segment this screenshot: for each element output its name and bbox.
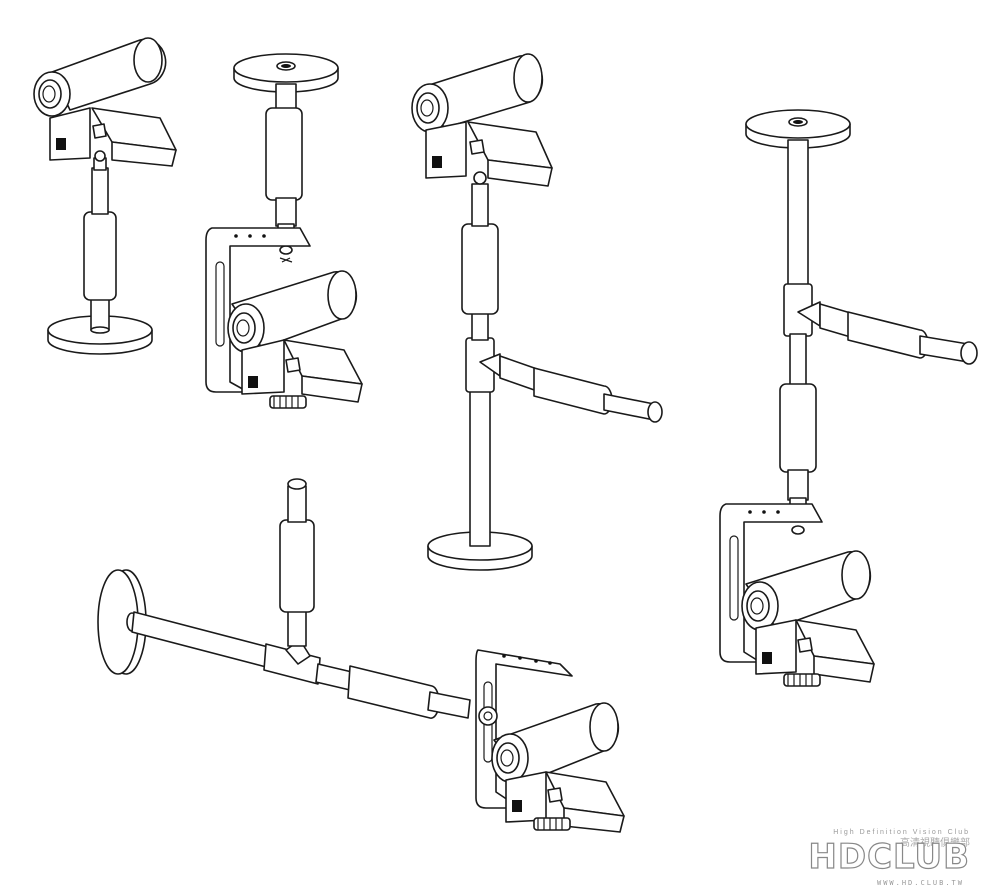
side-disc bbox=[97, 569, 147, 675]
pole-mid bbox=[471, 311, 489, 341]
camera-body bbox=[33, 37, 167, 161]
pole-lower bbox=[469, 385, 491, 547]
pole-upper bbox=[91, 150, 109, 215]
top-disc bbox=[233, 53, 339, 93]
camera-mounting-plate bbox=[467, 121, 553, 187]
vertical-arm bbox=[279, 478, 315, 647]
camera-mounting-plate bbox=[545, 771, 625, 833]
camera-body bbox=[227, 270, 358, 395]
side-arm bbox=[479, 353, 663, 423]
pole-mid bbox=[789, 333, 807, 387]
pole-upper bbox=[471, 171, 489, 227]
horizontal-pole-right bbox=[427, 691, 471, 719]
assembly-horizontal bbox=[97, 478, 625, 833]
thumbscrew-knob bbox=[533, 817, 571, 831]
camera-body bbox=[491, 702, 620, 823]
assembly-base-camera-top bbox=[33, 37, 177, 355]
camera-body bbox=[741, 550, 872, 675]
horizontal-pole-left bbox=[131, 611, 273, 669]
thumbscrew-knob bbox=[269, 395, 307, 409]
camera-mounting-plate bbox=[91, 107, 177, 167]
grip-sleeve bbox=[347, 665, 440, 719]
grip-sleeve bbox=[461, 223, 499, 315]
pole-upper bbox=[787, 139, 809, 289]
c-clamp-bracket bbox=[719, 503, 823, 663]
assembly-ceiling-clamp-arm bbox=[719, 109, 978, 687]
assembly-clamp-camera bbox=[205, 53, 363, 409]
c-clamp-bracket bbox=[205, 227, 311, 393]
camera-mounting-plate bbox=[795, 619, 875, 683]
watermark-cjk: 高清視聽俱樂部 bbox=[900, 838, 970, 849]
horizontal-pole-mid bbox=[315, 663, 353, 691]
watermark-tagline: High Definition Vision Club bbox=[833, 829, 970, 836]
grip-sleeve bbox=[83, 211, 117, 301]
pole-connector bbox=[787, 469, 809, 535]
camera-mounting-plate bbox=[283, 339, 363, 403]
watermark-logo: HDCLUB bbox=[808, 836, 970, 877]
camera-body bbox=[411, 53, 544, 179]
grip-sleeve bbox=[779, 383, 817, 473]
watermark-url: WWW.HD.CLUB.TW bbox=[876, 879, 964, 887]
top-disc bbox=[745, 109, 851, 149]
thumbscrew-knob bbox=[783, 673, 821, 687]
side-arm bbox=[797, 301, 978, 365]
pole-stub bbox=[275, 83, 297, 111]
pole-lower bbox=[90, 291, 110, 334]
grip-sleeve bbox=[265, 107, 303, 201]
assembly-tall-stand-arm bbox=[411, 53, 663, 571]
